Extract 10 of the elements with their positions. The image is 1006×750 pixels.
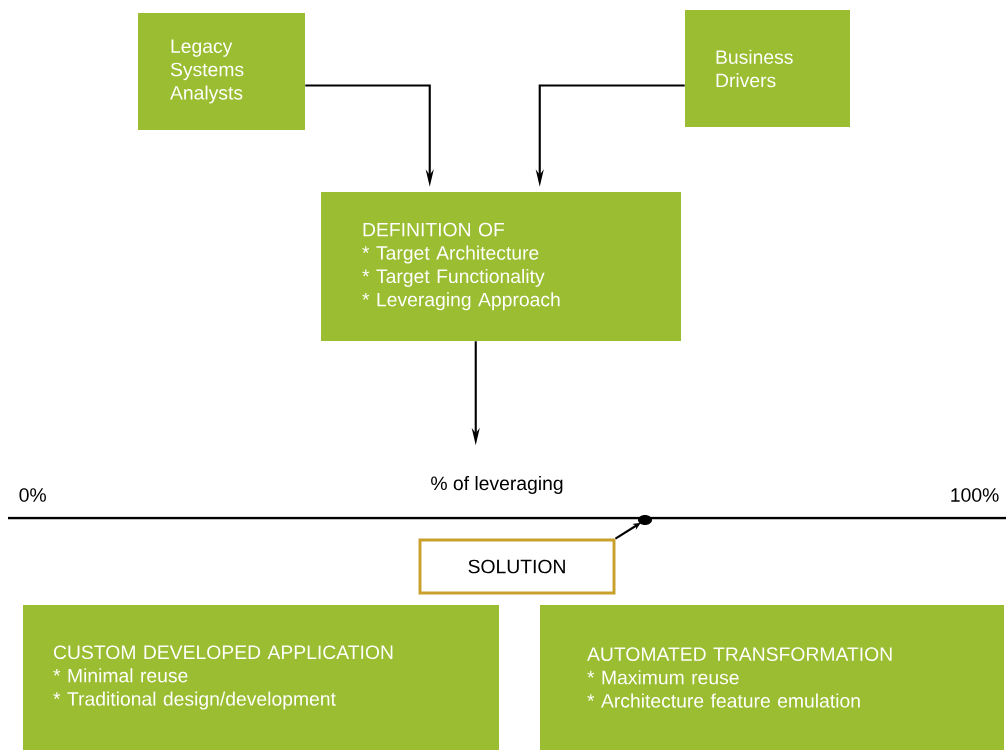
axis-title: % of leveraging bbox=[431, 476, 563, 494]
axis-label: 100% bbox=[951, 488, 999, 502]
point-marker bbox=[638, 515, 652, 525]
solution-box: SOLUTION bbox=[418, 538, 616, 595]
process-box: DEFINITION OF * Target Architecture * Target Functionality * Leveraging Approach bbox=[321, 192, 681, 341]
option-box: CUSTOM DEVELOPED APPLICATION * Minimal reuse * Traditional design/development bbox=[23, 605, 499, 750]
source-box: Legacy Systems Analysts bbox=[138, 13, 305, 130]
axis-label: 0% bbox=[19, 488, 46, 502]
source-box: Business Drivers bbox=[685, 10, 850, 127]
option-box: AUTOMATED TRANSFORMATION * Maximum reuse * Architecture feature emulation bbox=[540, 605, 1004, 750]
